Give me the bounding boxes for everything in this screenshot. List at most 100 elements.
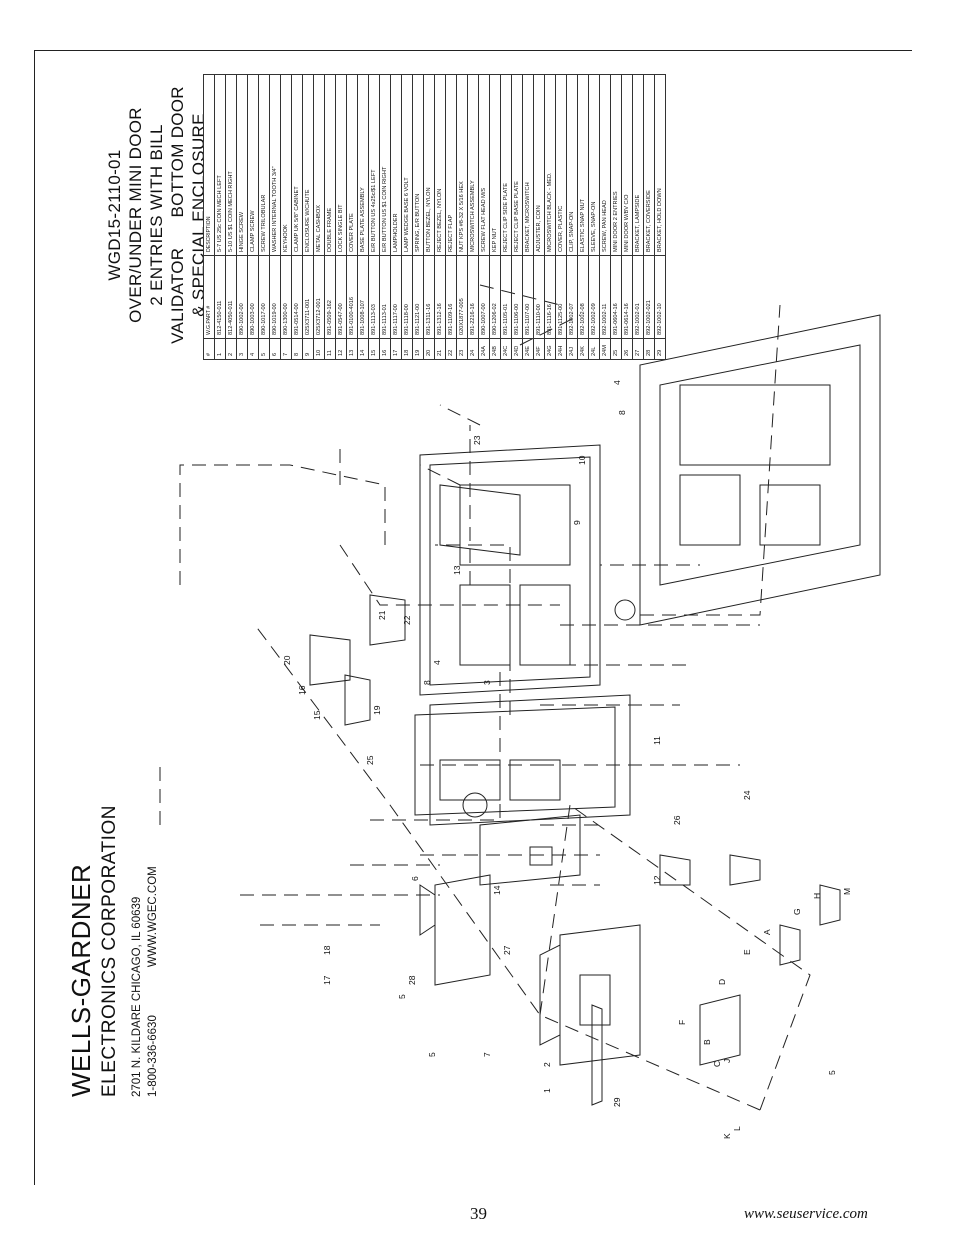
callout-5b: 5 [397,994,407,999]
callout-4a: 4 [432,660,442,665]
part-item-number: 9 [302,338,314,360]
part-item-number: 7 [280,338,292,360]
part-number: 891-1121-00 [412,255,424,339]
callout-4b: 4 [612,380,622,385]
callout-16: 16 [297,685,307,695]
part-item-number: 24G [544,338,556,360]
part-item-number: 2 [225,338,237,360]
part-number: 891-1117-00 [390,255,402,339]
part-number: 892-1002-08 [577,255,589,339]
callout-7: 7 [482,1052,492,1057]
part-item-number: 24M [599,338,611,360]
part-description: BRACKET, COVERSIDE [643,74,655,256]
callout-12: 12 [652,875,662,885]
part-item-number: 24L [588,338,600,360]
part-number: 890-1206-02 [489,255,501,339]
part-description: SCREW TRILOBULAR [258,74,270,256]
part-item-number: 21 [434,338,446,360]
part-number: 890-1300-00 [280,255,292,339]
callout-14: 14 [492,885,502,895]
part-number: 891-1105-01 [500,255,512,339]
part-description: MICROSWITCH BLACK - MED. [544,74,556,256]
part-description: LAMPHOLDER [390,74,402,256]
callout-15: 15 [312,710,322,720]
part-description: KEP NUT [489,74,501,256]
part-number: 892-1002-09 [588,255,600,339]
part-description: DOUBLE FRAME [324,74,336,256]
callout-D: D [717,979,727,985]
callout-C: C [712,1061,722,1067]
part-number: 020X1877-005 [456,255,468,339]
callout-9: 9 [572,520,582,525]
part-item-number: 23 [456,338,468,360]
callout-25: 25 [365,755,375,765]
part-item-number: 4 [247,338,259,360]
part-description: LAMP WEDGE BASE 6 VOLT [401,74,413,256]
part-number: 891-0509-162 [324,255,336,339]
part-description: SPRING, E/R BUTTON [412,74,424,256]
part-number: 890-1017-00 [258,255,270,339]
part-description: 5-7 US 25c COIN MECH LEFT [214,74,226,256]
part-item-number: 14 [357,338,369,360]
part-item-number: 24K [577,338,589,360]
callout-2: 2 [542,1062,552,1067]
part-number: 891-1110-00 [533,255,545,339]
callout-G: G [792,908,802,915]
part-description: ADJUSTER, COIN [533,74,545,256]
part-description: HINGE SCREW [236,74,248,256]
part-number: 891-1008-107 [357,255,369,339]
frame-left-rule [34,50,35,1185]
part-description: METAL CASHBOX [313,74,325,256]
part-number: 891-0100-4016 [346,255,358,339]
callout-3: 3 [482,680,492,685]
callout-K: K [722,1133,732,1139]
part-description: WASHER INTERNAL TOOTH 3/4" [269,74,281,256]
part-item-number: 12 [335,338,347,360]
callout-H: H [812,893,822,899]
callout-1: 1 [542,1088,552,1093]
part-number: 891-0604-16 [610,255,622,339]
callout-6: 6 [410,876,420,881]
callout-19: 19 [372,705,382,715]
callout-J: J [722,1059,732,1063]
callout-5c: 5 [827,1070,837,1075]
callout-17: 17 [322,975,332,985]
part-number: 891-1106-00 [511,255,523,339]
part-description: SLEEVE, SNAP-ON [588,74,600,256]
part-description: CLAMP UK 5/8" CABINET [291,74,303,256]
part-number: 891-1116-16 [544,255,556,339]
part-item-number: 24 [467,338,479,360]
page-number: 39 [470,1204,487,1223]
part-description: BRACKET, MICROSWITCH [522,74,534,256]
part-number: 892-1002-10 [654,255,666,339]
part-description: CLAMP SCREW [247,74,259,256]
part-description: REJECT FLAP [445,74,457,256]
part-number: 891-0614-16 [621,255,633,339]
part-number: 891-1125-00 [555,255,567,339]
part-number: 891-0514-00 [291,255,303,339]
parts-table-header: # W.G.PART # DESCRIPTION [203,74,215,360]
